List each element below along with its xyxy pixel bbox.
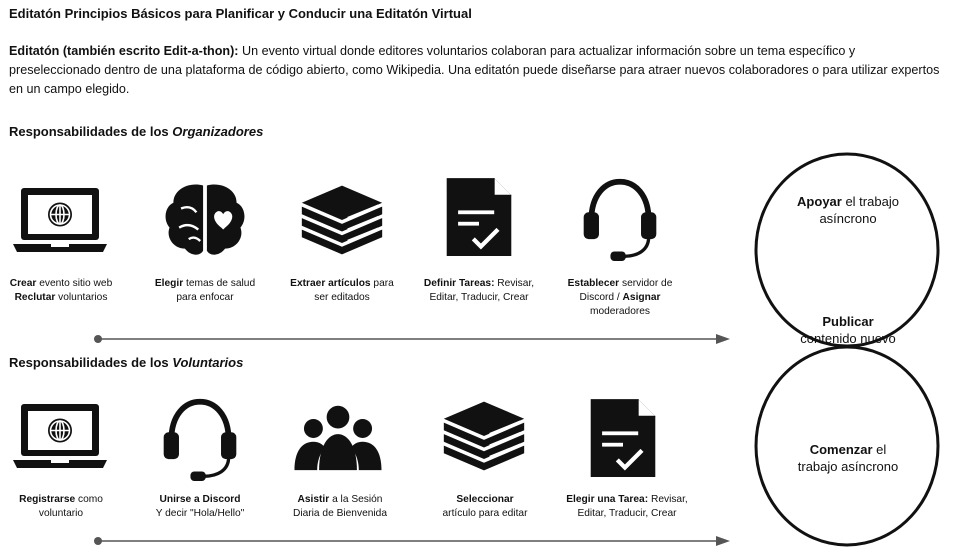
volunteers-heading-prefix: Responsabilidades de los — [9, 355, 173, 370]
laptop-globe-icon — [13, 187, 108, 253]
laptop-globe-icon — [13, 403, 108, 469]
intro-term: Editatón (también escrito Edit-a-thon): — [9, 44, 239, 58]
brain-heart-icon — [164, 183, 246, 256]
organizers-heading-emph: Organizadores — [172, 124, 264, 139]
book-stack-icon — [300, 184, 384, 256]
page-title: Editatón Principios Básicos para Planifi… — [9, 6, 472, 21]
headset-icon — [158, 396, 242, 482]
volunteers-heading: Responsabilidades de los Voluntarios — [9, 355, 243, 370]
group-people-icon — [294, 405, 382, 471]
task-document-icon — [441, 175, 517, 261]
task-document-icon — [585, 396, 661, 482]
venn-bottom-circle — [754, 345, 940, 547]
intro-text: Un evento virtual donde editores volunta… — [9, 44, 940, 96]
organizers-heading-prefix: Responsabilidades de los — [9, 124, 173, 139]
volunteer-step-5-caption: Elegir una Tarea: Revisar,Editar, Traduc… — [566, 494, 688, 519]
organizer-step-4-caption: Definir Tareas: Revisar,Editar, Traducir… — [423, 278, 535, 303]
venn-diagram — [754, 152, 940, 547]
book-stack-icon — [442, 400, 526, 472]
volunteers-heading-emph: Voluntarios — [172, 355, 244, 370]
headset-icon — [578, 176, 662, 262]
volunteers-timeline-arrow — [94, 536, 730, 546]
organizers-timeline-arrow — [94, 334, 730, 344]
intro-paragraph: Editatón (también escrito Edit-a-thon): … — [9, 42, 944, 99]
organizers-heading: Responsabilidades de los Organizadores — [9, 124, 263, 139]
